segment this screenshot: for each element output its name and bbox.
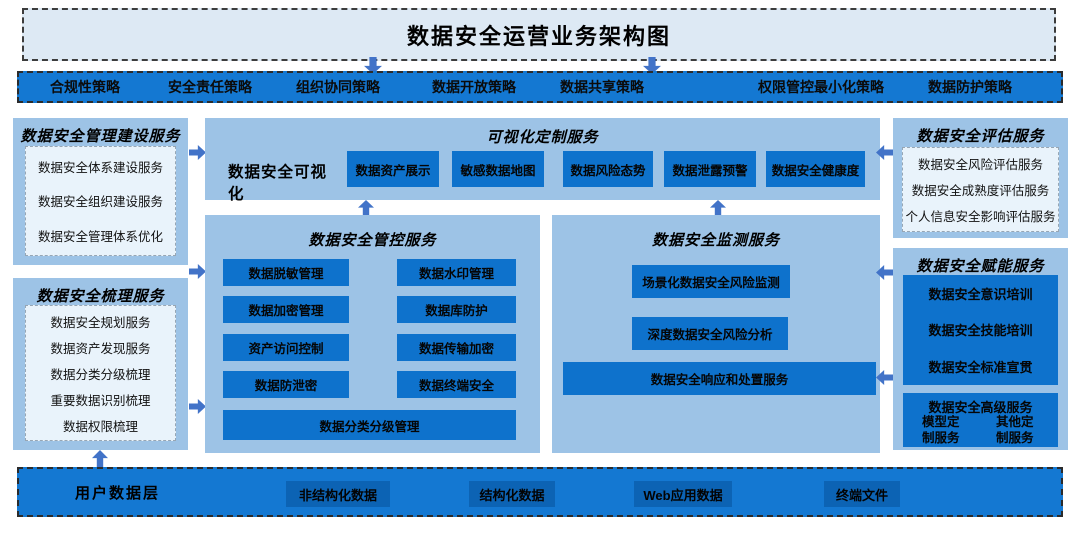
sorting-items-box: 数据安全规划服务 数据资产发现服务 数据分类分级梳理 重要数据识别梳理 数据权限… xyxy=(25,305,176,441)
control-button: 数据加密管理 xyxy=(223,296,349,323)
data-type-button: 结构化数据 xyxy=(469,481,555,507)
viz-button: 数据风险态势 xyxy=(563,151,653,187)
service-item: 数据分类分级梳理 xyxy=(50,367,151,382)
control-button: 数据库防护 xyxy=(397,296,516,323)
panel-title: 数据安全管控服务 xyxy=(308,233,437,249)
arrow-up-icon xyxy=(710,200,726,216)
data-type-button: 非结构化数据 xyxy=(286,481,390,507)
arrow-right-icon xyxy=(189,399,206,414)
arrow-up-icon xyxy=(358,200,374,216)
service-item: 重要数据识别梳理 xyxy=(50,393,151,408)
enablement-service-panel: 数据安全赋能服务 数据安全意识培训 数据安全技能培训 数据安全标准宣贯 数据安全… xyxy=(893,248,1068,450)
control-button-wide: 数据分类分级管理 xyxy=(223,410,516,440)
viz-button: 数据安全健康度 xyxy=(766,151,865,187)
policy-item: 数据共享策略 xyxy=(560,79,644,95)
data-type-button: 终端文件 xyxy=(824,481,900,507)
advanced-service-column: 模型定制服务 xyxy=(922,415,960,445)
monitoring-button-wide: 数据安全响应和处置服务 xyxy=(563,362,876,395)
policy-item: 安全责任策略 xyxy=(168,79,252,95)
bottom-bar-label: 用户数据层 xyxy=(75,484,161,502)
sorting-service-panel: 数据安全梳理服务 数据安全规划服务 数据资产发现服务 数据分类分级梳理 重要数据… xyxy=(13,278,188,450)
advanced-service-title: 数据安全高级服务 xyxy=(928,400,1033,415)
policy-item: 数据开放策略 xyxy=(432,79,516,95)
advanced-service-box: 数据安全高级服务 模型定制服务 其他定制服务 xyxy=(903,393,1058,447)
service-item: 数据安全意识培训 xyxy=(928,286,1033,302)
panel-title: 数据安全赋能服务 xyxy=(916,259,1045,275)
panel-title: 数据安全管理建设服务 xyxy=(20,129,181,145)
panel-title: 可视化定制服务 xyxy=(486,130,599,146)
service-item: 数据安全成熟度评估服务 xyxy=(911,183,1050,198)
page-title: 数据安全运营业务架构图 xyxy=(406,23,671,49)
policy-item: 合规性策略 xyxy=(50,79,120,95)
management-construction-panel: 数据安全管理建设服务 数据安全体系建设服务 数据安全组织建设服务 数据安全管理体… xyxy=(13,118,188,265)
assessment-items-box: 数据安全风险评估服务 数据安全成熟度评估服务 个人信息安全影响评估服务 xyxy=(902,147,1059,232)
panel-title: 数据安全监测服务 xyxy=(651,233,780,249)
service-item: 数据资产发现服务 xyxy=(50,341,151,356)
service-item: 数据安全技能培训 xyxy=(928,323,1033,339)
advanced-service-column: 其他定制服务 xyxy=(996,415,1034,445)
policy-item: 权限管控最小化策略 xyxy=(758,79,884,95)
service-item: 数据安全组织建设服务 xyxy=(37,195,163,210)
service-item: 数据权限梳理 xyxy=(62,419,138,434)
enablement-items-box: 数据安全意识培训 数据安全技能培训 数据安全标准宣贯 xyxy=(903,275,1058,385)
control-button: 数据终端安全 xyxy=(397,371,516,398)
user-data-layer-bar: 用户数据层 非结构化数据 结构化数据 Web应用数据 终端文件 xyxy=(17,467,1063,517)
viz-button: 数据泄露预警 xyxy=(664,151,756,187)
service-item: 数据安全标准宣贯 xyxy=(928,360,1033,376)
management-items-box: 数据安全体系建设服务 数据安全组织建设服务 数据安全管理体系优化 xyxy=(25,146,176,256)
policy-item: 数据防护策略 xyxy=(928,79,1012,95)
service-item: 数据安全风险评估服务 xyxy=(917,157,1043,172)
panel-title: 数据安全评估服务 xyxy=(916,129,1045,145)
control-button: 数据传输加密 xyxy=(397,334,516,361)
control-button: 数据水印管理 xyxy=(397,259,516,286)
control-button: 数据防泄密 xyxy=(223,371,349,398)
control-button: 资产访问控制 xyxy=(223,334,349,361)
viz-button: 敏感数据地图 xyxy=(452,151,544,187)
monitoring-button: 场景化数据安全风险监测 xyxy=(632,265,790,298)
service-item: 数据安全体系建设服务 xyxy=(37,160,163,175)
data-type-button: Web应用数据 xyxy=(634,481,732,507)
service-item: 数据安全规划服务 xyxy=(50,315,151,330)
service-item: 个人信息安全影响评估服务 xyxy=(905,210,1056,225)
arrow-right-icon xyxy=(189,264,206,279)
arrow-up-icon xyxy=(92,450,108,467)
assessment-service-panel: 数据安全评估服务 数据安全风险评估服务 数据安全成熟度评估服务 个人信息安全影响… xyxy=(893,118,1068,238)
service-item: 数据安全管理体系优化 xyxy=(37,230,163,245)
arrow-right-icon xyxy=(189,145,206,160)
policy-item: 组织协同策略 xyxy=(296,79,380,95)
control-button: 数据脱敏管理 xyxy=(223,259,349,286)
diagram-title-box: 数据安全运营业务架构图 xyxy=(22,8,1056,61)
visualization-label: 数据安全可视化 xyxy=(228,164,328,203)
policy-strategy-bar: 合规性策略 安全责任策略 组织协同策略 数据开放策略 数据共享策略 权限管控最小… xyxy=(17,71,1063,103)
panel-title: 数据安全梳理服务 xyxy=(36,289,165,305)
monitoring-button: 深度数据安全风险分析 xyxy=(632,317,788,350)
viz-button: 数据资产展示 xyxy=(347,151,439,187)
